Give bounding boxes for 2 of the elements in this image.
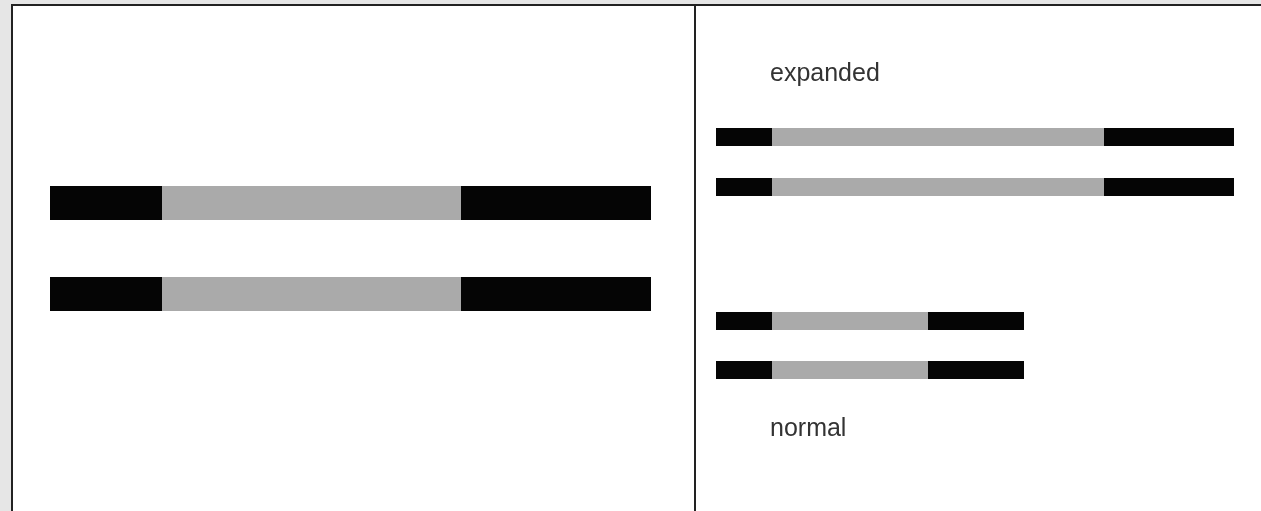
- bar-label: normal: [770, 415, 847, 440]
- bar-label: expanded: [770, 60, 880, 85]
